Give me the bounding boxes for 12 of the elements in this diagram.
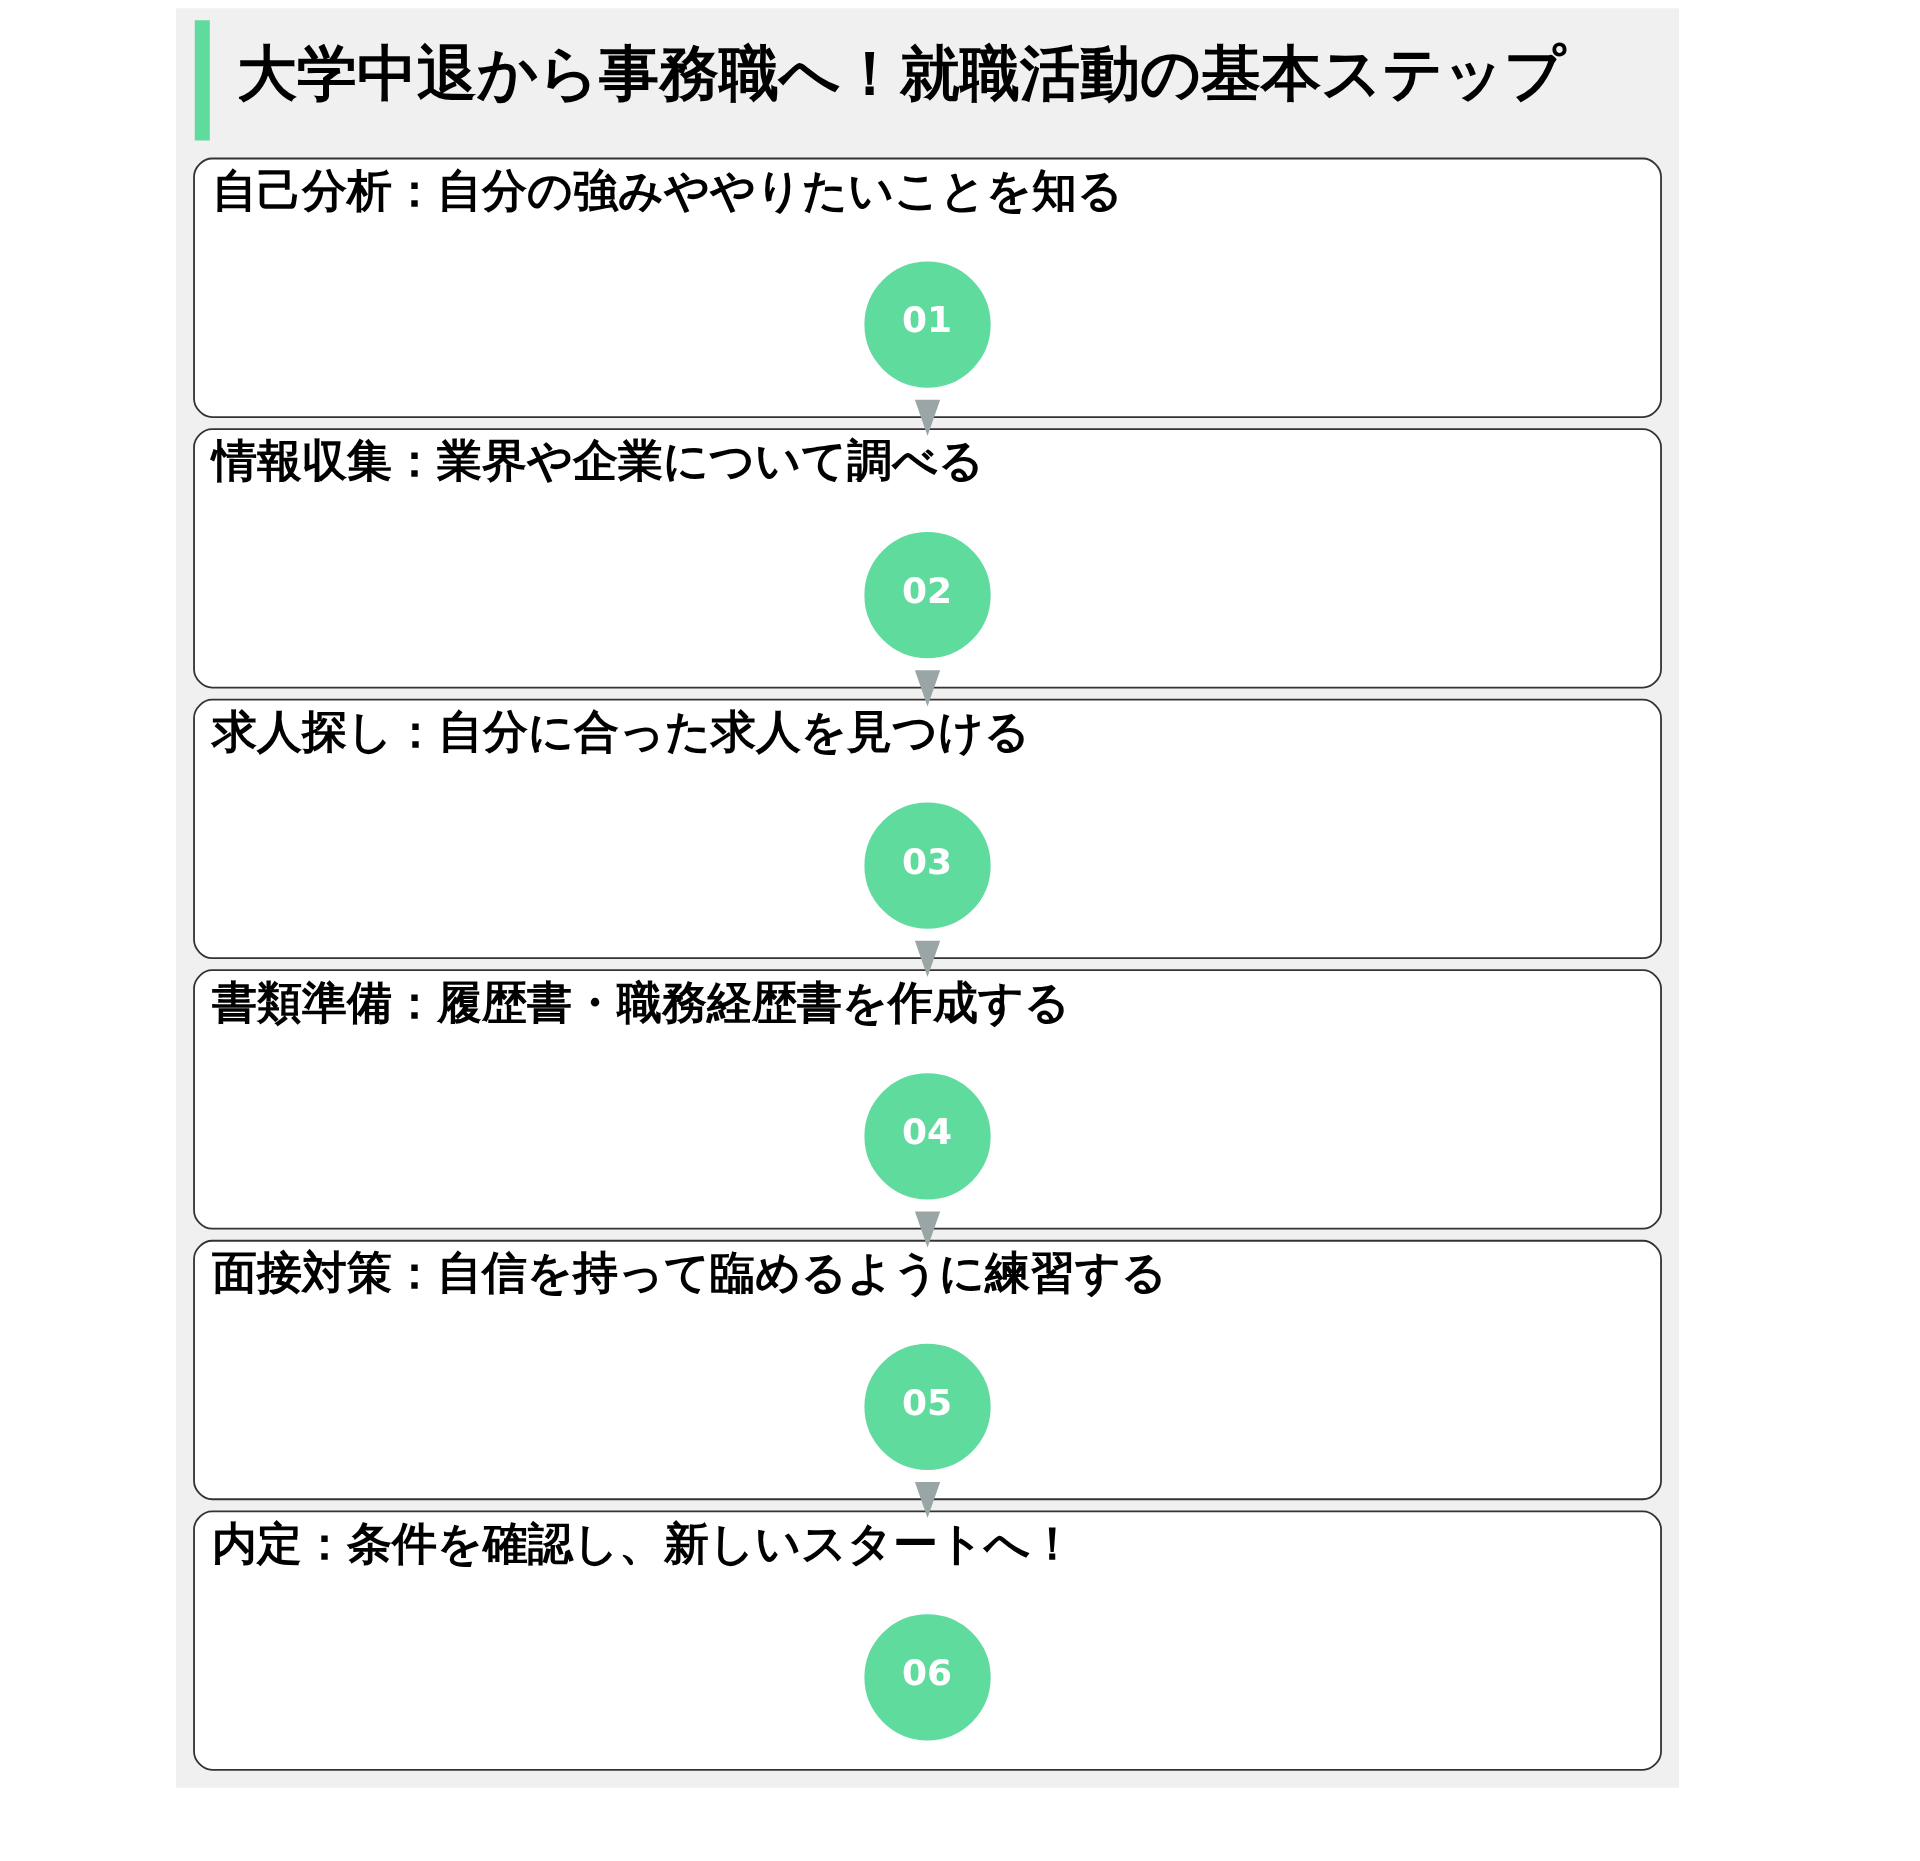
node-circle: 06 (864, 1614, 991, 1741)
arrow (914, 1481, 941, 1519)
arrow (914, 1211, 941, 1248)
node-circle: 02 (864, 532, 991, 659)
node-circle: 01 (864, 261, 991, 388)
node-circle: 03 (864, 802, 991, 929)
node-circle: 04 (864, 1073, 991, 1200)
diagram-title: 大学中退から事務職へ！就職活動の基本ステップ (236, 37, 1565, 108)
arrow (914, 940, 941, 977)
arrow (914, 670, 941, 707)
node-circle: 05 (864, 1343, 991, 1470)
arrow (914, 399, 941, 436)
